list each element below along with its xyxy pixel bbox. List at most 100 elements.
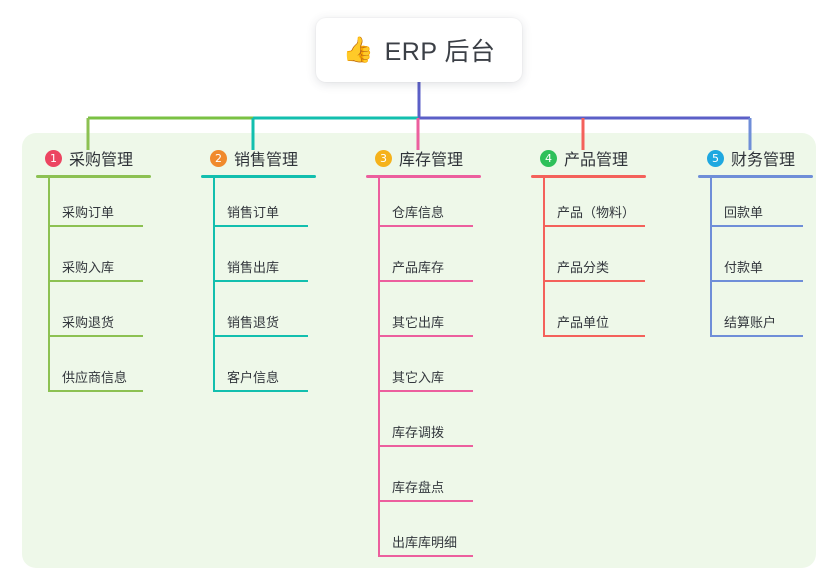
branch-item-underline	[48, 225, 143, 227]
branch-item-label: 仓库信息	[392, 205, 445, 220]
branch-item-underline	[213, 225, 308, 227]
branch-item-label: 其它入库	[392, 370, 445, 385]
branch-spine-1	[48, 178, 50, 392]
root-title: ERP 后台	[384, 38, 496, 66]
branch-header-2[interactable]: 2 销售管理	[201, 146, 316, 170]
branch-header-3[interactable]: 3 库存管理	[366, 146, 481, 170]
branch-item-underline	[48, 390, 143, 392]
branch-item-label: 采购退货	[62, 315, 115, 330]
branch-item[interactable]: 库存盘点	[366, 453, 481, 508]
branch-item-underline	[378, 390, 473, 392]
branch-item-underline	[213, 390, 308, 392]
branch-item-underline	[213, 280, 308, 282]
branch-item-underline	[378, 555, 473, 557]
branch-item[interactable]: 采购退货	[36, 288, 151, 343]
branch-spine-2	[213, 178, 215, 392]
branch-item-label: 出库库明细	[392, 535, 458, 550]
branch-title-4: 产品管理	[564, 152, 629, 169]
branch-item[interactable]: 其它入库	[366, 343, 481, 398]
branch-column-3: 3 库存管理仓库信息产品库存其它出库其它入库库存调拨库存盘点出库库明细	[366, 146, 481, 563]
branch-item-label: 销售出库	[227, 260, 280, 275]
branch-item-underline	[710, 225, 803, 227]
branch-item-label: 付款单	[724, 260, 764, 275]
branch-item-label: 库存盘点	[392, 480, 445, 495]
branch-item-label: 产品分类	[557, 260, 610, 275]
branch-item-underline	[378, 335, 473, 337]
branch-item-underline	[48, 335, 143, 337]
branch-column-4: 4 产品管理产品（物料） 产品分类产品单位	[531, 146, 646, 343]
branch-item[interactable]: 产品分类	[531, 233, 646, 288]
branch-underline-5	[698, 175, 813, 178]
branch-items-3: 仓库信息产品库存其它出库其它入库库存调拨库存盘点出库库明细	[366, 178, 481, 563]
branch-item-underline	[378, 445, 473, 447]
branch-underline-3	[366, 175, 481, 178]
branch-item[interactable]: 库存调拨	[366, 398, 481, 453]
branch-item[interactable]: 供应商信息	[36, 343, 151, 398]
branch-item-label: 产品库存	[392, 260, 445, 275]
branch-item[interactable]: 产品库存	[366, 233, 481, 288]
branch-item[interactable]: 仓库信息	[366, 178, 481, 233]
branch-item[interactable]: 销售退货	[201, 288, 316, 343]
branch-item[interactable]: 客户信息	[201, 343, 316, 398]
branch-item-underline	[543, 280, 645, 282]
branch-item[interactable]: 采购订单	[36, 178, 151, 233]
branch-item-label: 产品（物料）	[557, 205, 636, 220]
branch-item-label: 供应商信息	[62, 370, 128, 385]
branch-item[interactable]: 销售订单	[201, 178, 316, 233]
branch-title-2: 销售管理	[234, 152, 299, 169]
branch-item[interactable]: 回款单	[698, 178, 813, 233]
branch-item-underline	[378, 280, 473, 282]
branch-item-label: 库存调拨	[392, 425, 445, 440]
root-node-content: 👍 ERP 后台	[342, 32, 495, 68]
branch-badge-4: 4	[540, 149, 557, 167]
branch-item-underline	[48, 280, 143, 282]
branch-item[interactable]: 产品单位	[531, 288, 646, 343]
branch-title-5: 财务管理	[731, 152, 796, 169]
branch-item[interactable]: 其它出库	[366, 288, 481, 343]
branch-badge-3: 3	[375, 149, 392, 167]
diagram-panel	[22, 133, 816, 568]
branch-items-1: 采购订单采购入库采购退货供应商信息	[36, 178, 151, 398]
branch-badge-5: 5	[707, 149, 724, 167]
branch-underline-4	[531, 175, 646, 178]
branch-item[interactable]: 付款单	[698, 233, 813, 288]
branch-title-3: 库存管理	[399, 152, 464, 169]
branch-items-5: 回款单付款单结算账户	[698, 178, 813, 343]
branch-item[interactable]: 销售出库	[201, 233, 316, 288]
root-node[interactable]: 👍 ERP 后台	[316, 18, 522, 82]
branch-item[interactable]: 产品（物料）	[531, 178, 646, 233]
branch-item-label: 采购入库	[62, 260, 115, 275]
branch-header-5[interactable]: 5 财务管理	[698, 146, 813, 170]
branch-underline-2	[201, 175, 316, 178]
branch-item-label: 其它出库	[392, 315, 445, 330]
branch-item-label: 客户信息	[227, 370, 280, 385]
branch-item[interactable]: 采购入库	[36, 233, 151, 288]
branch-item-label: 回款单	[724, 205, 764, 220]
branch-item-label: 产品单位	[557, 315, 610, 330]
branch-spine-3	[378, 178, 380, 557]
branch-item-underline	[378, 500, 473, 502]
branch-spine-5	[710, 178, 712, 337]
branch-item-underline	[710, 280, 803, 282]
branch-column-2: 2 销售管理销售订单销售出库销售退货客户信息	[201, 146, 316, 398]
branch-item-underline	[378, 225, 473, 227]
branch-column-5: 5 财务管理回款单付款单结算账户	[698, 146, 813, 343]
branch-items-2: 销售订单销售出库销售退货客户信息	[201, 178, 316, 398]
thumbs-up-icon: 👍	[342, 35, 374, 64]
branch-spine-4	[543, 178, 545, 337]
branch-item[interactable]: 结算账户	[698, 288, 813, 343]
branch-item-underline	[543, 335, 645, 337]
branch-item-underline	[710, 335, 803, 337]
branch-title-1: 采购管理	[69, 152, 134, 169]
branch-header-4[interactable]: 4 产品管理	[531, 146, 646, 170]
branch-item-label: 销售订单	[227, 205, 280, 220]
branch-underline-1	[36, 175, 151, 178]
branch-badge-2: 2	[210, 149, 227, 167]
branch-item[interactable]: 出库库明细	[366, 508, 481, 563]
branch-item-underline	[543, 225, 645, 227]
branch-item-label: 采购订单	[62, 205, 115, 220]
branch-item-label: 销售退货	[227, 315, 280, 330]
